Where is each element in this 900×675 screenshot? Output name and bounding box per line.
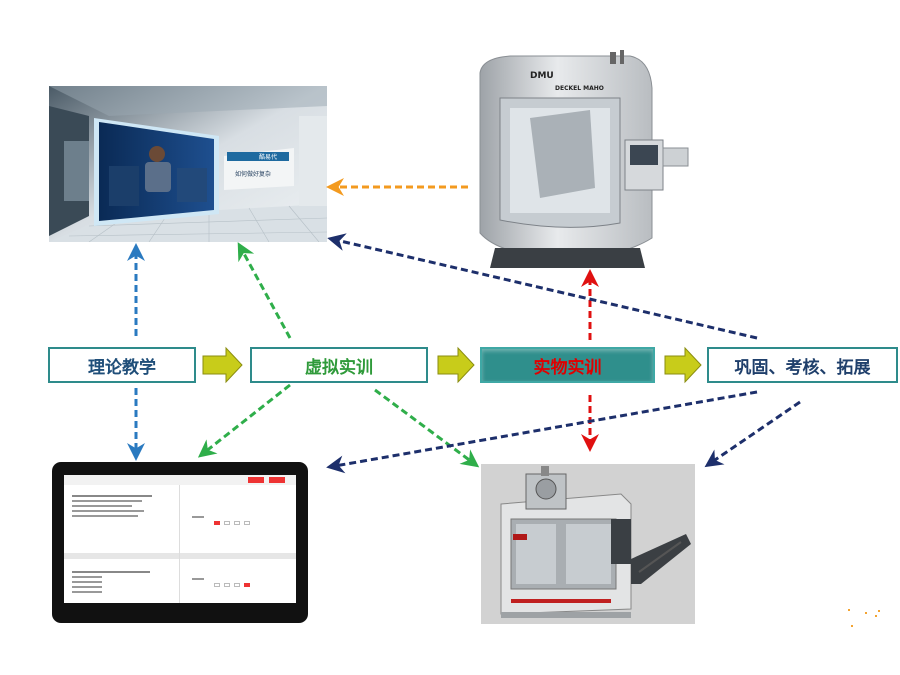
tablet-text-line [72,495,152,497]
tablet-answer-box [234,521,240,525]
tablet-red-tab-2 [269,477,285,483]
consolidate-assess-expand-label: 巩固、考核、拓展 [734,357,871,378]
video-banner-title: 酷易代 [259,153,277,161]
flow-arrow-3 [664,346,702,384]
tablet-text-line [72,500,142,502]
theory-teaching-box: 理论教学 [48,347,196,383]
tablet-text-line [192,578,204,580]
arrow-virtual-to-cnc [374,388,480,468]
decorative-dots [845,607,885,632]
tablet-text-line [72,571,150,573]
arrow-virtual-to-video [237,242,292,339]
tablet-text-line [72,581,102,583]
tablet-text-line [72,576,102,578]
five-axis-machine-illustration: DMU DECKEL MAHO [479,50,689,268]
tablet-answer-box [224,583,230,587]
tablet-divider [64,553,296,559]
arrow-consolidate-to-video [327,233,758,340]
decorative-dots-svg [848,609,880,627]
virtual-training-box: 虚拟实训 [250,347,428,383]
physical-training-box: 实物实训 [480,347,655,383]
tablet-answer-box [244,521,250,525]
video-banner-subtitle: 如何做好复杂 [235,170,271,178]
virtual-training-label: 虚拟实训 [305,357,373,378]
dmu-machine-image: DMU DECKEL MAHO [470,48,715,284]
tablet-screen [64,475,296,603]
tablet-text-line [72,586,102,588]
arrow-consolidate-to-tablet [326,390,758,474]
flow-arrow-2 [437,346,475,384]
vertical-machining-center-illustration [481,464,695,624]
tablet-text-line [72,505,132,507]
consolidate-assess-expand-box: 巩固、考核、拓展 [707,347,898,383]
machine-maker-label: DECKEL MAHO [555,85,604,92]
virtual-classroom-image: 酷易代 如何做好复杂 [49,86,327,242]
tablet-answer-mark [214,521,220,525]
tablet-answer-mark [244,583,250,587]
tablet-text-line [72,515,138,517]
tablet-answer-box [234,583,240,587]
tablet-text-line [192,516,204,518]
tablet-screen-header [64,475,296,485]
tablet-answer-box [214,583,220,587]
flow-arrow-1 [202,346,243,384]
tablet-answer-box [224,521,230,525]
machine-brand-label: DMU [530,71,554,81]
arrow-consolidate-to-cnc [704,400,801,468]
physical-training-label: 实物实训 [533,357,602,378]
tablet-column-divider [179,485,180,603]
theory-teaching-label: 理论教学 [88,357,156,378]
cnc-machine-image [481,464,695,624]
classroom-illustration: 酷易代 如何做好复杂 [49,86,327,242]
arrow-virtual-to-tablet [197,383,291,458]
tablet-text-line [72,510,144,512]
tablet-red-tab [248,477,264,483]
tablet-text-line [72,591,102,593]
